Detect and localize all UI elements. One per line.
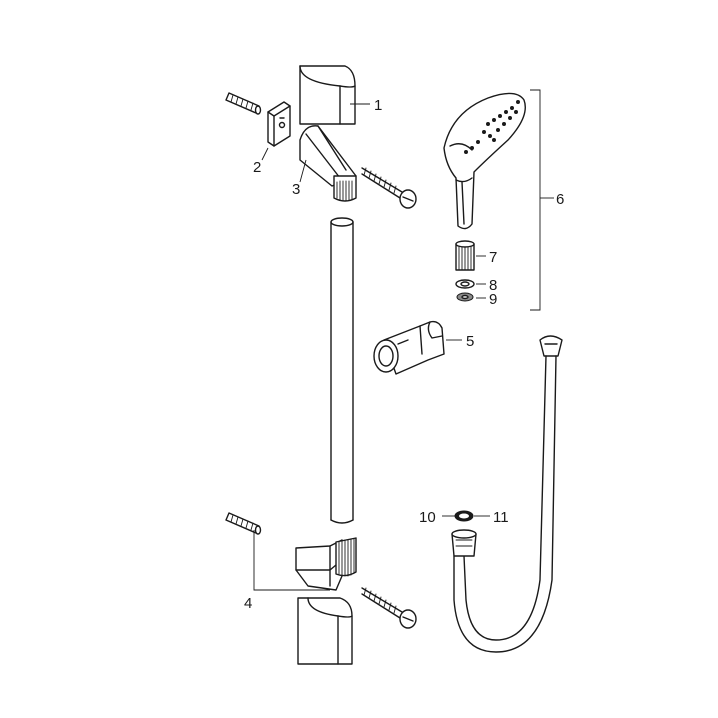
part-flow-restrictor [456,292,474,302]
part-top-cover-cap [299,65,356,125]
part-wall-bracket-clip [267,101,291,147]
part-upper-rail-holder [299,125,357,202]
callout-11: 11 [493,509,509,526]
part-washer [454,510,474,522]
callout-10: 10 [419,509,436,526]
callout-9: 9 [489,291,497,308]
part-shower-hose [451,335,563,653]
callout-8: 8 [489,277,497,294]
callout-1: 1 [374,97,382,114]
leader-lines [253,89,554,591]
part-bottom-cover-cap [297,597,353,665]
callout-5: 5 [466,333,474,350]
part-hand-shower [443,92,526,230]
part-shower-rail [330,217,354,524]
part-lower-rail-holder [295,537,357,591]
spray-nozzles [464,100,520,154]
callout-6: 6 [556,191,564,208]
part-screw-bottom [361,587,417,629]
part-filter-insert [455,240,475,271]
part-slider-holder [373,320,445,375]
callout-4: 4 [244,595,252,612]
part-screw-top [361,167,417,209]
callout-numbers: 1 2 3 4 5 6 7 8 9 10 11 [244,97,564,612]
part-wall-plug-top [225,92,262,115]
part-wall-plug-bottom [225,512,262,535]
callout-7: 7 [489,249,497,266]
callout-3: 3 [292,181,300,198]
part-seal-ring-small [455,279,475,289]
callout-2: 2 [253,159,261,176]
